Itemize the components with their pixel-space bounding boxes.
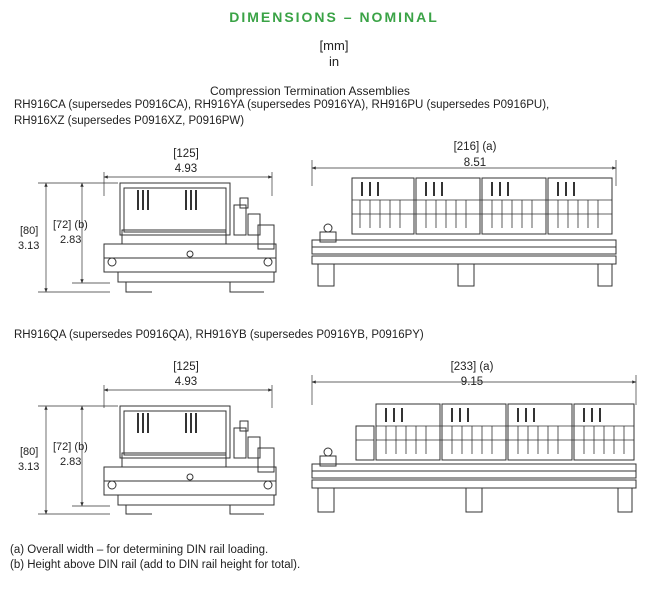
- section1-heading: Compression Termination Assemblies: [210, 84, 410, 98]
- s2-rail-height-in: 2.83: [60, 456, 82, 468]
- s1-height-in: 3.13: [18, 240, 40, 252]
- s2-height-mm: [80]: [20, 446, 39, 458]
- s2-side-view: [38, 385, 277, 515]
- s1-overall-mm: [216] (a): [453, 141, 497, 153]
- section1-models-line2: RH916XZ (supersedes P0916XZ, P0916PW): [14, 115, 245, 127]
- units-in-label: in: [328, 54, 340, 69]
- footnote-a: (a) Overall width – for determining DIN …: [10, 544, 269, 556]
- s1-rail-height-mm: [72] (b): [53, 219, 88, 231]
- s1-width-mm: [125]: [173, 148, 199, 160]
- section1-models-line1: RH916CA (supersedes P0916CA), RH916YA (s…: [14, 99, 550, 111]
- section2-models-line1: RH916QA (supersedes P0916QA), RH916YB (s…: [14, 329, 424, 341]
- s1-side-view: [38, 172, 277, 293]
- footnote-b: (b) Height above DIN rail (add to DIN ra…: [10, 559, 301, 571]
- s2-front-view: [311, 375, 637, 513]
- s1-overall-in: 8.51: [463, 157, 487, 169]
- page-title: DIMENSIONS – NOMINAL: [229, 9, 439, 25]
- s2-width-mm: [125]: [173, 361, 199, 373]
- units-mm-label: [mm]: [319, 38, 349, 53]
- s1-front-view: [311, 160, 617, 287]
- s2-overall-mm: [233] (a): [450, 361, 494, 373]
- s2-rail-height-mm: [72] (b): [53, 441, 88, 453]
- s2-width-in: 4.93: [174, 376, 198, 388]
- s1-width-in: 4.93: [174, 163, 198, 175]
- s2-height-in: 3.13: [18, 461, 40, 473]
- s1-height-mm: [80]: [20, 225, 39, 237]
- s1-rail-height-in: 2.83: [60, 234, 82, 246]
